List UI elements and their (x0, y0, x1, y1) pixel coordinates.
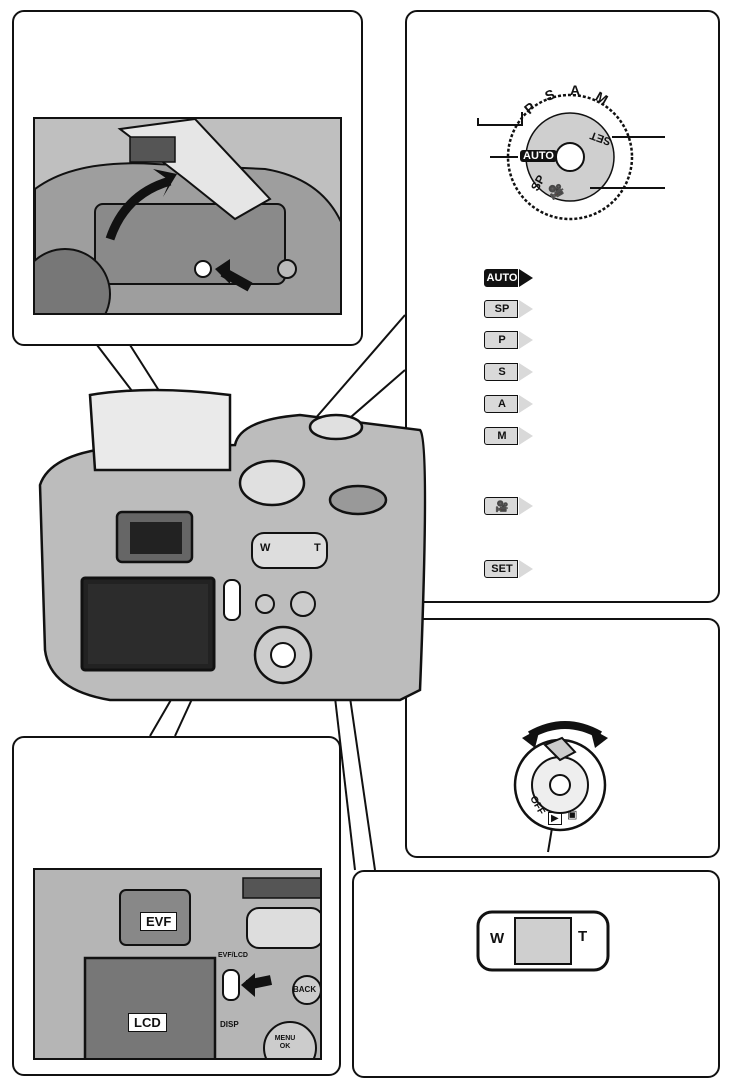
mode-tag-label: A (498, 398, 506, 410)
zoom-tele-label: T (578, 928, 588, 945)
mode-tag-label: SET (491, 563, 513, 575)
mode-tag-7: SET (484, 559, 533, 578)
mode-tag-2: P (484, 330, 533, 349)
back-button-label: BACK (293, 985, 317, 994)
dial-letter-a: A (570, 82, 581, 98)
mode-tag-0: AUTO (484, 268, 533, 287)
evf-label: EVF (140, 912, 178, 931)
camera-zoom-w: W (260, 542, 271, 554)
mode-dial-panel (405, 10, 720, 603)
playback-icon: ▶ (548, 812, 562, 825)
zoom-wide-label: W (490, 930, 505, 947)
disp-button-label: DISP (220, 1020, 239, 1029)
mode-tag-label: SP (494, 303, 510, 315)
evf-lcd-photo (33, 868, 322, 1060)
zoom-panel (352, 870, 720, 1078)
mode-tag-5: M (484, 426, 533, 445)
evf-lcd-switch-label: EVF/LCD (218, 952, 248, 959)
camera-zoom-t: T (314, 542, 321, 554)
mode-tag-label: P (498, 334, 506, 346)
mode-tag-label: AUTO (486, 272, 518, 284)
dial-auto-label: AUTO (520, 150, 557, 162)
lcd-label: LCD (128, 1013, 167, 1032)
mode-tag-6: 🎥 (484, 496, 533, 515)
mode-tag-1: SP (484, 299, 533, 318)
menu-ok-label: MENU OK (274, 1035, 296, 1050)
movie-icon: 🎥 (495, 500, 509, 513)
mode-tag-4: A (484, 394, 533, 413)
flash-popup-photo (33, 117, 342, 315)
mode-tag-3: S (484, 362, 533, 381)
camera-icon: ▣ (567, 809, 578, 821)
mode-tag-label: M (497, 430, 507, 442)
mode-tag-label: S (498, 366, 506, 378)
power-switch-panel (405, 618, 720, 858)
